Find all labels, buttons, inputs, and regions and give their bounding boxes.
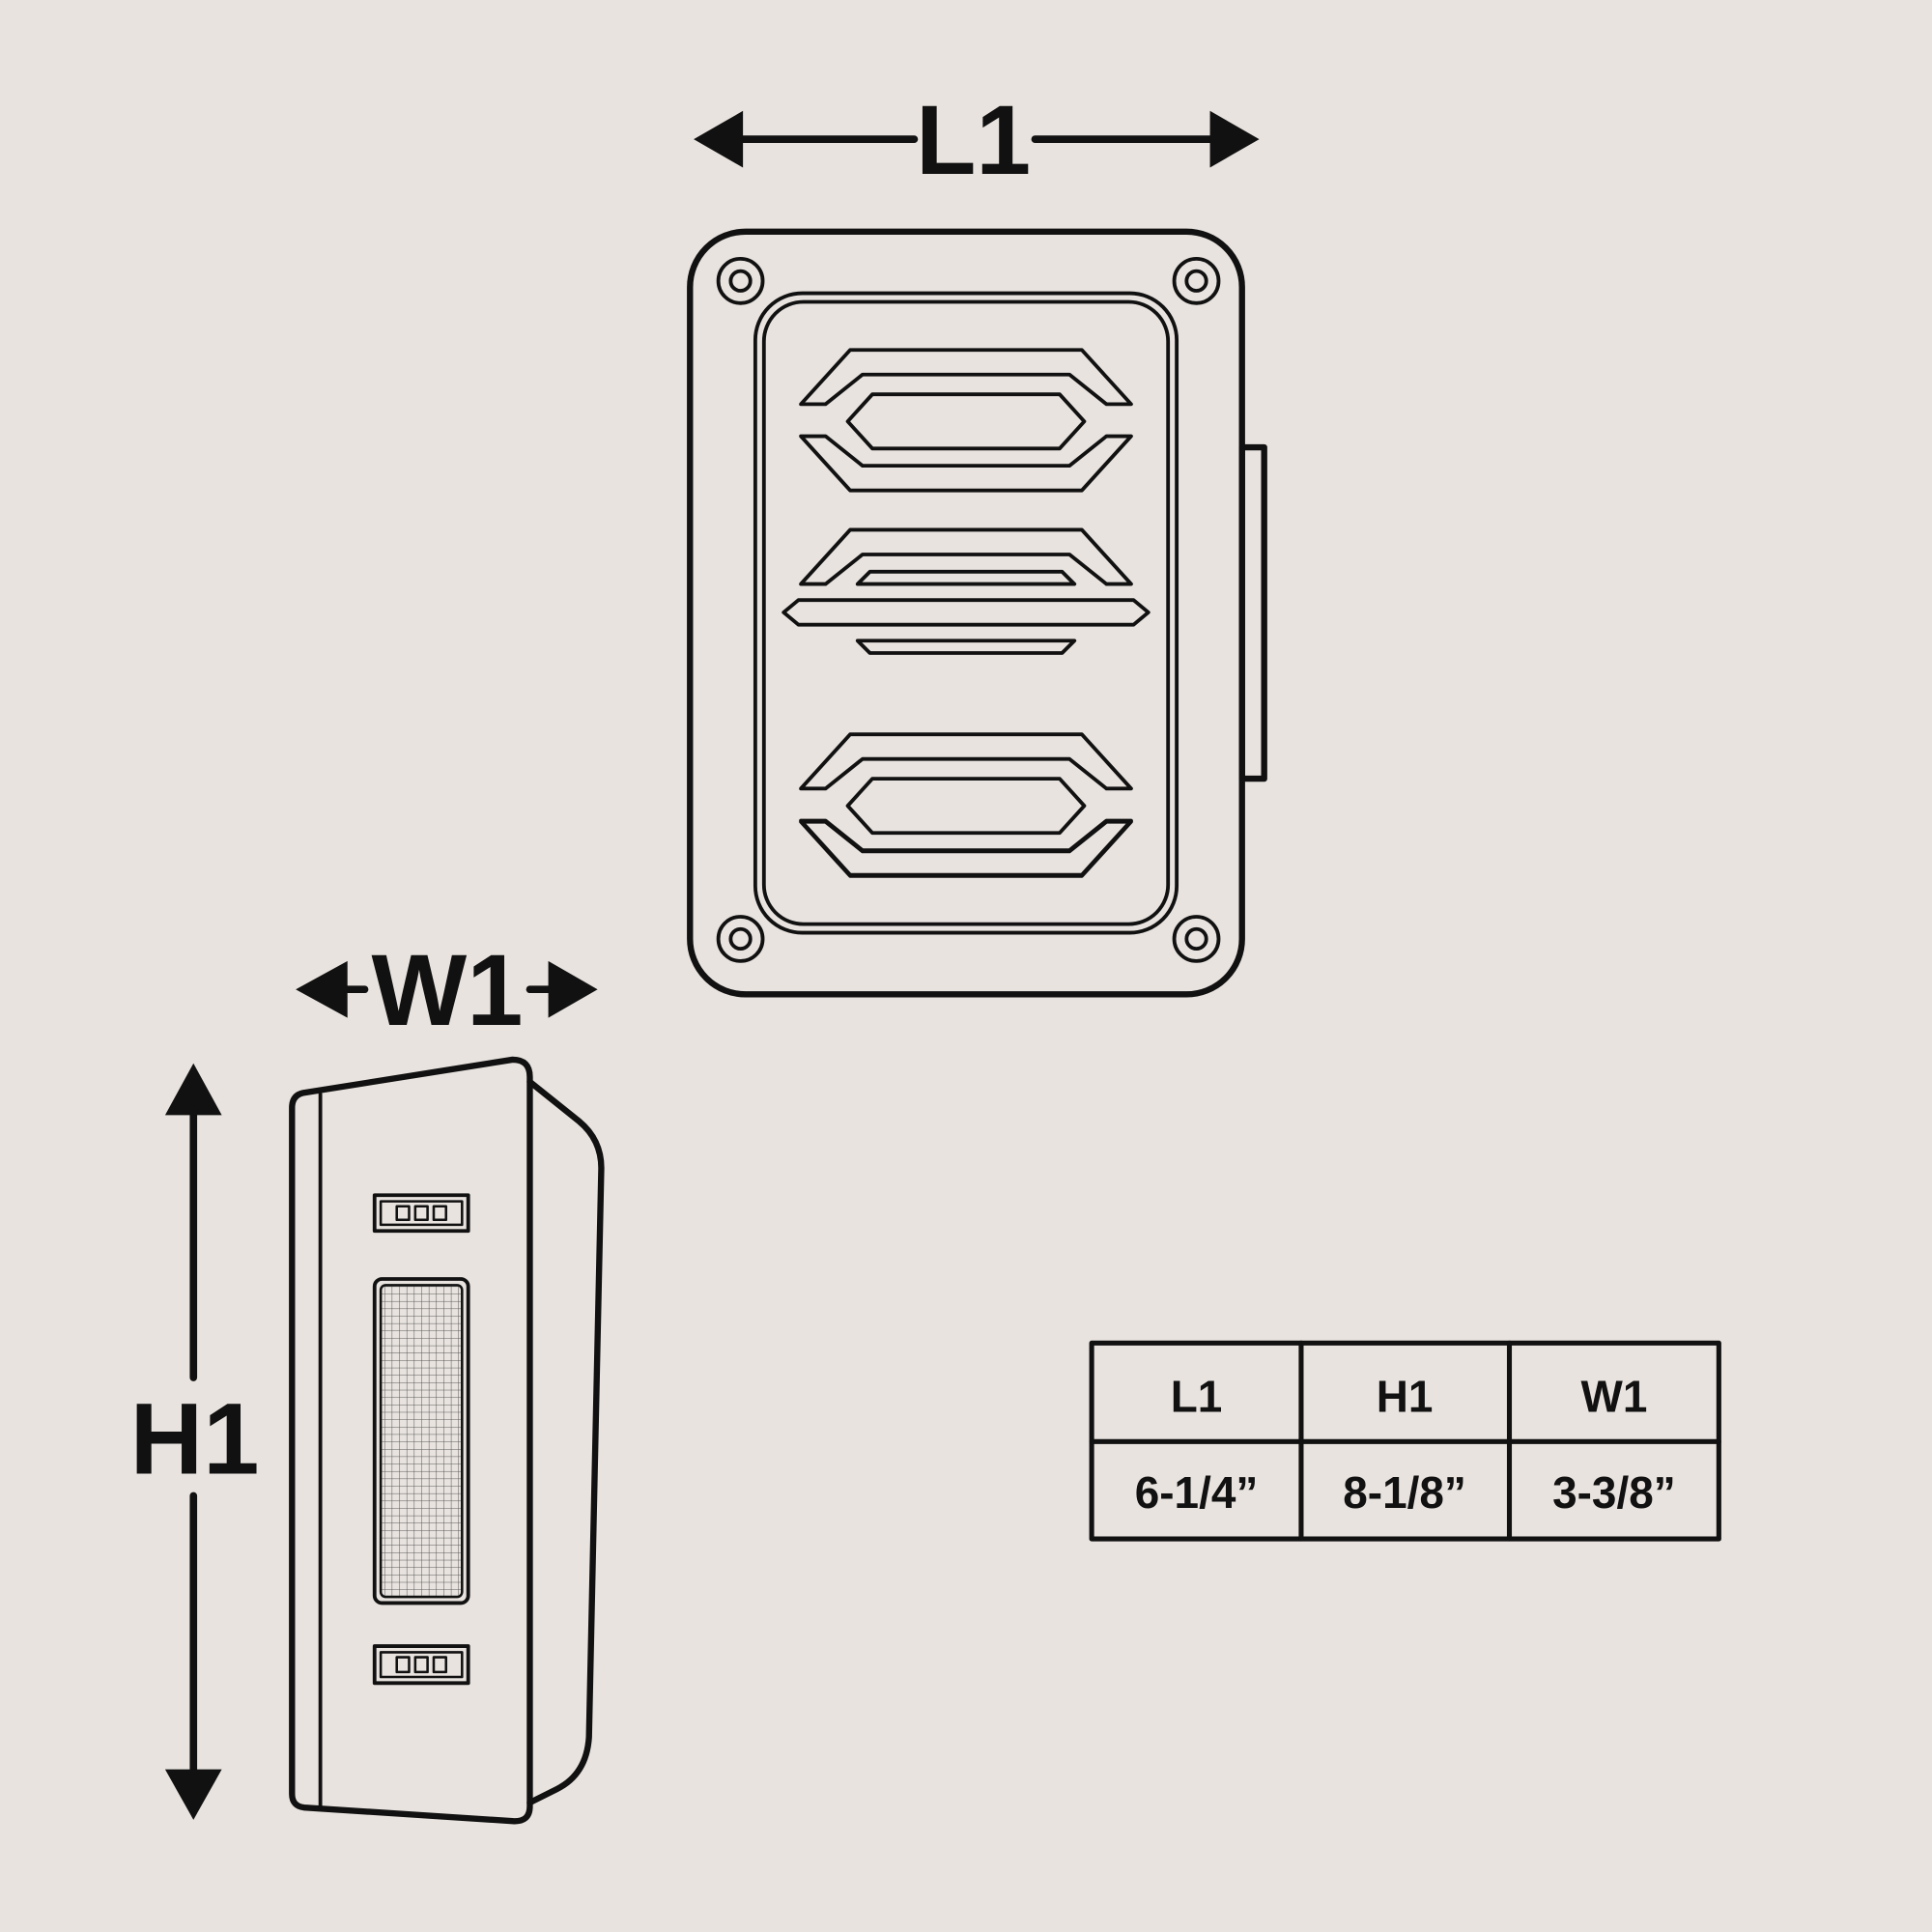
table-value-l1: 6-1/4” bbox=[1135, 1467, 1259, 1518]
grille-vent-top bbox=[799, 348, 1133, 493]
table-header-l1: L1 bbox=[1171, 1372, 1223, 1422]
arrow-up-icon bbox=[164, 1063, 222, 1116]
front-bezel bbox=[753, 291, 1179, 935]
width-label: W1 bbox=[372, 934, 524, 1047]
table-value-h1: 8-1/8” bbox=[1343, 1467, 1466, 1518]
arrow-left-icon bbox=[694, 110, 744, 168]
screw-icon bbox=[1172, 256, 1221, 305]
width-dimension-arrow: W1 bbox=[296, 934, 598, 1047]
table-header-w1: W1 bbox=[1580, 1372, 1647, 1422]
side-view bbox=[289, 1056, 605, 1825]
side-back-profile bbox=[526, 1078, 605, 1806]
table-header-h1: H1 bbox=[1377, 1372, 1434, 1422]
front-view bbox=[687, 228, 1267, 998]
arrow-right-icon bbox=[1209, 110, 1260, 168]
table-value-w1: 3-3/8” bbox=[1552, 1467, 1676, 1518]
side-housing bbox=[289, 1056, 533, 1825]
screw-icon bbox=[716, 915, 765, 963]
grille-vent-bottom bbox=[799, 732, 1133, 877]
screw-icon bbox=[716, 256, 765, 305]
arrow-right-icon bbox=[548, 960, 598, 1018]
height-dimension-arrow: H1 bbox=[130, 1063, 260, 1820]
length-label: L1 bbox=[916, 85, 1031, 195]
height-label: H1 bbox=[130, 1383, 260, 1496]
front-housing bbox=[687, 228, 1245, 998]
arrow-left-icon bbox=[296, 960, 348, 1018]
side-mesh-grille bbox=[372, 1277, 470, 1605]
side-vent-top bbox=[372, 1193, 470, 1234]
dimensions-table: L1 H1 W1 6-1/4” 8-1/8” 3-3/8” bbox=[1089, 1340, 1721, 1542]
arrow-down-icon bbox=[164, 1769, 222, 1820]
length-dimension-arrow: L1 bbox=[694, 85, 1260, 195]
grille-vent-middle bbox=[781, 527, 1151, 878]
screw-icon bbox=[1172, 915, 1221, 963]
side-vent-bottom bbox=[372, 1644, 470, 1686]
